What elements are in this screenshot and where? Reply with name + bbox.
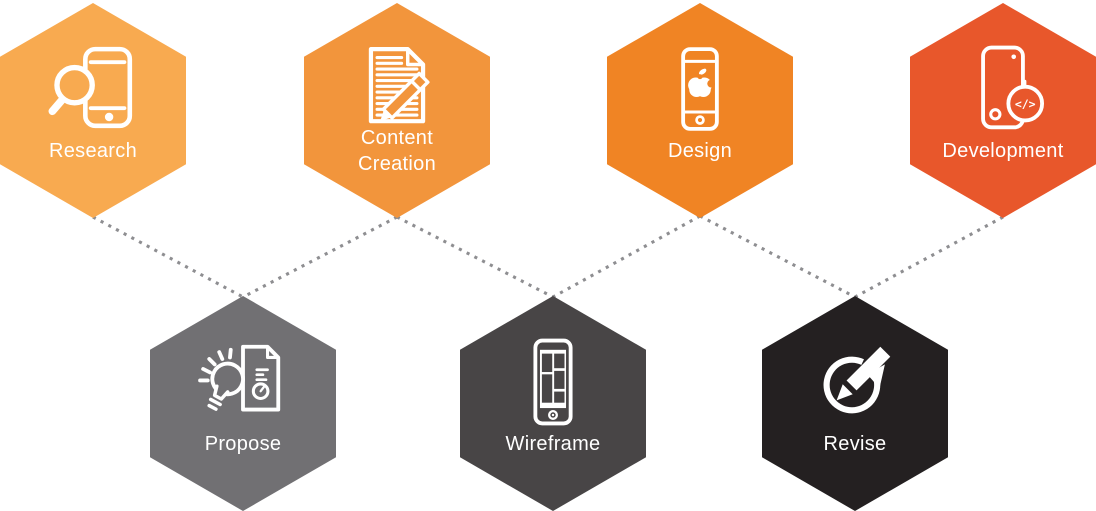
document-pencil-icon (351, 43, 443, 135)
apple-logo (688, 68, 712, 98)
code-badge-text: </> (1015, 97, 1036, 111)
connector-design-wireframe (552, 214, 701, 299)
phone-wireframe-icon (507, 336, 599, 428)
hexagon-label: Wireframe (505, 433, 601, 456)
connector-group (92, 214, 1004, 299)
phone-code-icon: </> (957, 43, 1049, 135)
lightbulb-document-icon (197, 336, 289, 428)
hexagon-label: Propose (204, 433, 282, 456)
hexagon-label: Research (49, 140, 137, 163)
hexagon-revise: Revise (762, 296, 948, 511)
hexagon-propose: Propose (150, 296, 336, 511)
apple-phone-icon (654, 43, 746, 135)
magnifier-phone-icon (47, 43, 139, 135)
hexagon-label: Content Creation (358, 127, 436, 175)
connector-design-revise (699, 214, 856, 299)
connector-development-revise (854, 215, 1004, 299)
hexagon-label: Development (942, 140, 1064, 163)
connector-content-propose (242, 215, 398, 299)
connector-content-wireframe (396, 215, 554, 299)
pencil-redo-icon (809, 336, 901, 428)
hexagon-label: Design (667, 140, 733, 163)
hexagon-label: Revise (823, 433, 887, 456)
hexagon-wireframe: Wireframe (460, 296, 646, 511)
connector-research-propose (92, 215, 244, 299)
idea-rays (198, 347, 233, 383)
wireframe-blocks (541, 353, 565, 403)
